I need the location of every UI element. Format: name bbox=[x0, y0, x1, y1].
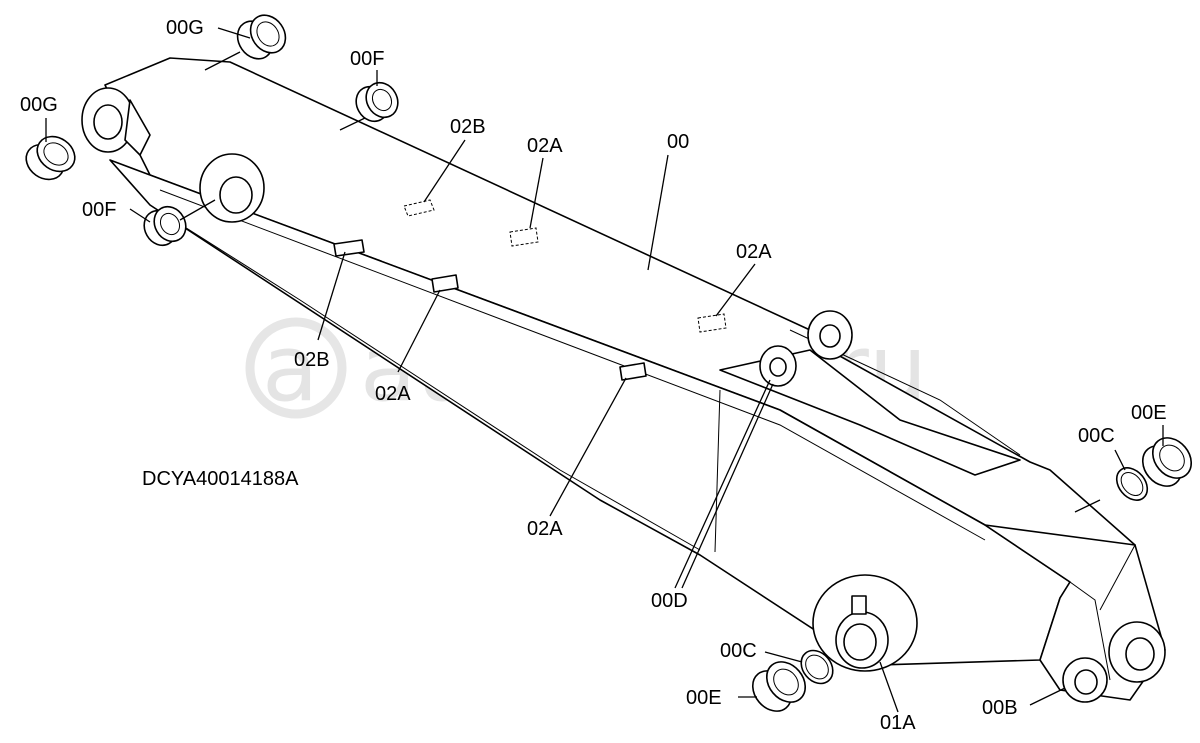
label-00D: 00D bbox=[651, 590, 688, 612]
bracket-02A-side bbox=[431, 274, 459, 293]
boom-arm bbox=[81, 57, 1166, 703]
label-00E-right: 00E bbox=[1131, 402, 1167, 424]
label-00G-left: 00G bbox=[20, 94, 58, 116]
upper-gusset-plate bbox=[719, 349, 1021, 476]
label-02A-right: 02A bbox=[736, 241, 772, 263]
watermark-a-glyph: a bbox=[262, 315, 318, 422]
ring-00C-right bbox=[1115, 467, 1149, 501]
bracket-02B-side bbox=[333, 239, 365, 257]
leader-lines bbox=[45, 27, 1164, 713]
bracket-02A-lower bbox=[619, 362, 647, 381]
label-00F-left: 00F bbox=[82, 199, 116, 221]
label-02A-bottom-mid: 02A bbox=[527, 518, 563, 540]
bushing-00E-bottom bbox=[751, 661, 807, 712]
bushing-00F-left bbox=[143, 205, 187, 247]
label-00G-top: 00G bbox=[166, 17, 204, 39]
label-00E-bottom: 00E bbox=[686, 687, 722, 709]
drawing-code: DCYA40014188A bbox=[142, 468, 299, 490]
label-00C-right: 00C bbox=[1078, 425, 1115, 447]
bushing-00E-right bbox=[1141, 437, 1193, 487]
bracket-02A-top bbox=[509, 227, 539, 247]
part-labels: 00G 00G 00F 00F 02B 02A 00 02A 02B 02A 0… bbox=[20, 17, 1167, 734]
bushings bbox=[25, 14, 1193, 712]
ring-00C-bottom bbox=[800, 649, 834, 685]
label-00B: 00B bbox=[982, 697, 1018, 719]
label-00C-bottom: 00C bbox=[720, 640, 757, 662]
lock-plate bbox=[851, 595, 867, 615]
label-01A: 01A bbox=[880, 712, 916, 734]
label-02A-bottom-left: 02A bbox=[375, 383, 411, 405]
label-00F-top: 00F bbox=[350, 48, 384, 70]
label-00: 00 bbox=[667, 131, 689, 153]
bushing-00G-top bbox=[236, 14, 287, 60]
label-02B-bottom: 02B bbox=[294, 349, 330, 371]
bracket-02A-right bbox=[697, 313, 727, 333]
label-02A-top: 02A bbox=[527, 135, 563, 157]
bushing-00F-top bbox=[355, 81, 399, 123]
bracket-02B-top bbox=[403, 199, 435, 217]
label-02B-top: 02B bbox=[450, 116, 486, 138]
bushing-00G-left bbox=[25, 135, 76, 181]
